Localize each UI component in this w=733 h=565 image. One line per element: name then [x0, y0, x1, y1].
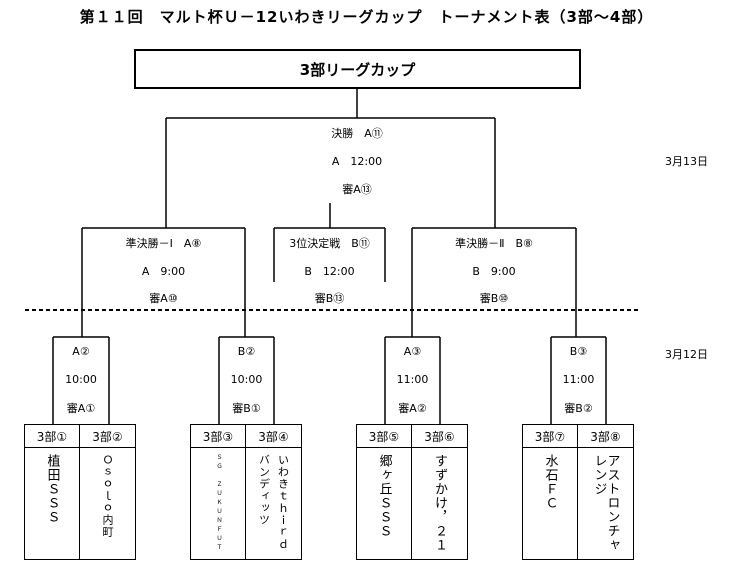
match-3-time: 11:00 — [396, 373, 429, 386]
team-seed-3: 3部③ — [190, 424, 246, 448]
page-title: 第１１回 マルト杯Ｕ－12いわきリーグカップ トーナメント表（3部～4部） — [79, 8, 654, 26]
team-name-7: 水石ＦＣ — [542, 454, 558, 510]
team-name-box-1: 植田ＳＳＳ — [24, 447, 80, 560]
third-place-time: B 12:00 — [304, 265, 355, 278]
team-name-3: ＳＧ ＺＵＫＵＮＦＵＴ — [215, 454, 222, 553]
match-4-id: B③ — [569, 345, 588, 358]
team-name-box-5: 郷ヶ丘ＳＳＳ — [356, 447, 412, 560]
team-name-8: アストロンチャレンジ — [591, 454, 620, 552]
team-seed-4: 3部④ — [245, 424, 302, 448]
team-seed-5: 3部⑤ — [356, 424, 412, 448]
team-name-box-4: バンディッツ いわきｔｈｉｒｄ — [245, 447, 302, 560]
team-name-4-sub: バンディッツ — [257, 454, 271, 526]
match-2-id: B② — [237, 345, 256, 358]
team-name-box-8: アストロンチャレンジ — [577, 447, 634, 560]
semifinal-1-time: A 9:00 — [141, 265, 186, 278]
match-4-referee: 審B② — [564, 402, 593, 415]
team-name-6: すずかけ，２１ — [432, 454, 447, 552]
third-place-referee: 審B⑬ — [314, 292, 345, 305]
semifinal-2-time: B 9:00 — [472, 265, 516, 278]
match-1-referee: 審A① — [66, 402, 96, 415]
match-3-referee: 審A② — [398, 402, 427, 415]
match-1-id: A② — [72, 345, 90, 358]
team-name-2: Ｏｓｏｌｏ内町 — [101, 454, 114, 538]
match-3-id: A③ — [403, 345, 422, 358]
semifinal-1-name: 準決勝－Ⅰ A⑧ — [125, 237, 202, 250]
team-name-4: いわきｔｈｉｒｄ — [276, 454, 290, 550]
team-name-box-3: ＳＧ ＺＵＫＵＮＦＵＴ — [190, 447, 246, 560]
final-referee: 審A⑬ — [342, 183, 372, 196]
team-name-box-7: 水石ＦＣ — [522, 447, 578, 560]
final-name: 決勝 A⑪ — [331, 127, 383, 140]
team-name-box-6: すずかけ，２１ — [411, 447, 468, 560]
team-name-5: 郷ヶ丘ＳＳＳ — [376, 454, 392, 538]
team-seed-6: 3部⑥ — [411, 424, 468, 448]
semifinal-1-referee: 審A⑩ — [149, 292, 178, 305]
match-1-time: 10:00 — [65, 373, 97, 386]
third-place-name: 3位決定戦 B⑪ — [289, 237, 370, 250]
team-name-1: 植田ＳＳＳ — [44, 454, 60, 524]
team-seed-1: 3部① — [24, 424, 80, 448]
semifinal-2-name: 準決勝－Ⅱ B⑧ — [455, 237, 533, 250]
semifinal-2-referee: 審B⑩ — [479, 292, 509, 305]
final-time: A 12:00 — [331, 155, 383, 168]
team-seed-8: 3部⑧ — [577, 424, 634, 448]
match-2-time: 10:00 — [230, 373, 263, 386]
team-name-box-2: Ｏｓｏｌｏ内町 — [79, 447, 136, 560]
team-seed-7: 3部⑦ — [522, 424, 578, 448]
date-day2: 3月13日 — [665, 155, 708, 168]
date-day1: 3月12日 — [665, 348, 708, 361]
team-seed-2: 3部② — [79, 424, 136, 448]
champion-box: 3部リーグカップ — [134, 49, 581, 89]
match-2-referee: 審B① — [232, 402, 261, 415]
match-4-time: 11:00 — [562, 373, 595, 386]
